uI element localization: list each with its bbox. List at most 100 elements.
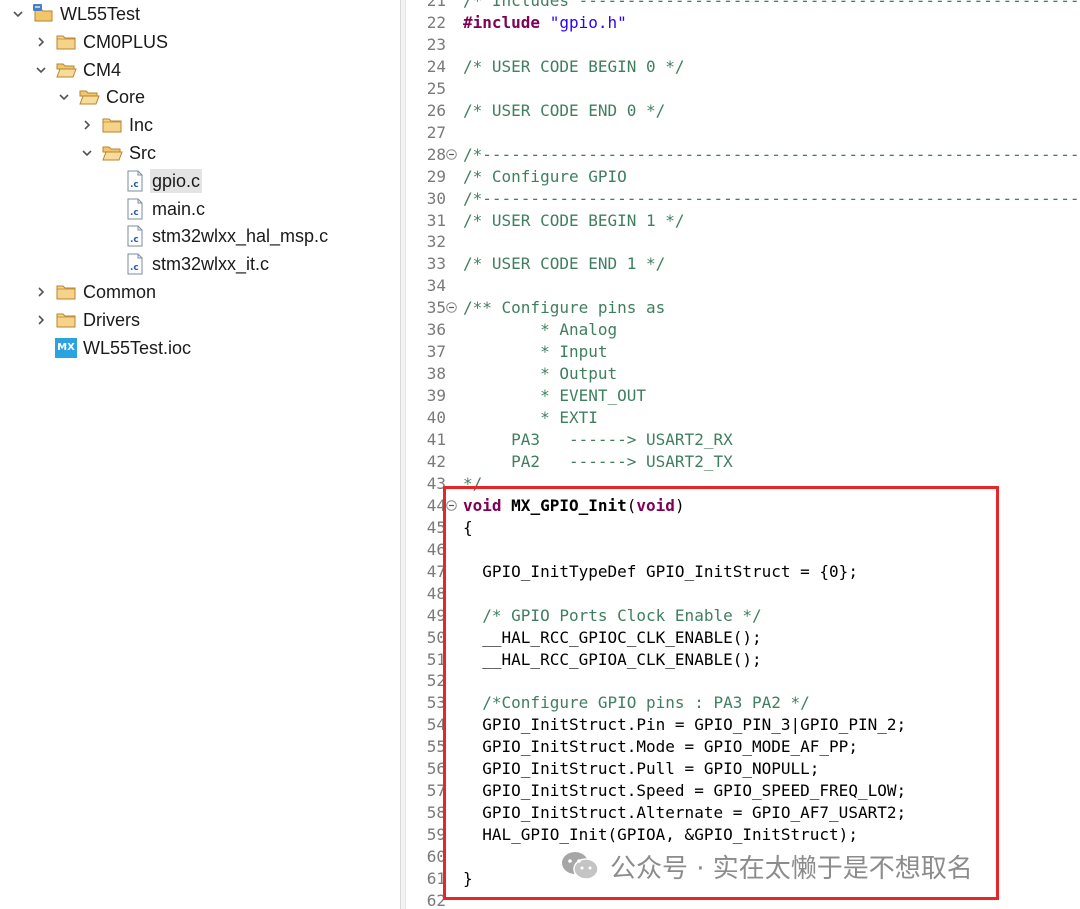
chevron-right-icon[interactable] — [79, 117, 95, 133]
code-line[interactable]: 22#include "gpio.h" — [406, 12, 1080, 34]
code-line[interactable]: 49 /* GPIO Ports Clock Enable */ — [406, 605, 1080, 627]
code-line[interactable]: 38 * Output — [406, 363, 1080, 385]
code-line[interactable]: 40 * EXTI — [406, 407, 1080, 429]
code-line[interactable]: 53 /*Configure GPIO pins : PA3 PA2 */ — [406, 692, 1080, 714]
code-line[interactable]: 37 * Input — [406, 341, 1080, 363]
fold-collapse-icon[interactable] — [446, 500, 457, 511]
chevron-down-icon[interactable] — [56, 89, 72, 105]
code-line[interactable]: 57 GPIO_InitStruct.Speed = GPIO_SPEED_FR… — [406, 780, 1080, 802]
code-line[interactable]: 46 — [406, 539, 1080, 561]
code-line[interactable]: 47 GPIO_InitTypeDef GPIO_InitStruct = {0… — [406, 561, 1080, 583]
folder-open-icon — [101, 142, 123, 164]
code-line[interactable]: 27 — [406, 122, 1080, 144]
line-number: 53 — [426, 693, 446, 713]
tree-item-cm4[interactable]: CM4 — [33, 56, 121, 84]
code-line[interactable]: 59 HAL_GPIO_Init(GPIOA, &GPIO_InitStruct… — [406, 824, 1080, 846]
tree-item-core[interactable]: Core — [56, 83, 145, 111]
code-line[interactable]: 29/* Configure GPIO — [406, 166, 1080, 188]
folder-icon — [55, 31, 77, 53]
code-line[interactable]: 50 __HAL_RCC_GPIOC_CLK_ENABLE(); — [406, 627, 1080, 649]
code-line[interactable]: 58 GPIO_InitStruct.Alternate = GPIO_AF7_… — [406, 802, 1080, 824]
code-line[interactable]: 21/* Includes --------------------------… — [406, 0, 1080, 12]
line-number: 44 — [426, 495, 446, 515]
tree-item-label: Src — [129, 143, 156, 163]
code-text: __HAL_RCC_GPIOA_CLK_ENABLE(); — [463, 649, 762, 669]
code-line[interactable]: 60 — [406, 846, 1080, 868]
chevron-down-icon[interactable] — [10, 6, 26, 22]
line-number: 40 — [426, 408, 446, 428]
code-line[interactable]: 24/* USER CODE BEGIN 0 */ — [406, 56, 1080, 78]
code-text: /*Configure GPIO pins : PA3 PA2 */ — [463, 693, 810, 713]
code-line[interactable]: 30 /*------------------------------------… — [406, 188, 1080, 210]
code-line[interactable]: 36 * Analog — [406, 319, 1080, 341]
code-line[interactable]: 54 GPIO_InitStruct.Pin = GPIO_PIN_3|GPIO… — [406, 714, 1080, 736]
tree-indent-spacer — [102, 201, 118, 217]
code-line[interactable]: 32 — [406, 231, 1080, 253]
code-line[interactable]: 31/* USER CODE BEGIN 1 */ — [406, 210, 1080, 232]
code-text: /*--------------------------------------… — [463, 188, 1080, 208]
svg-text:.c: .c — [130, 235, 139, 245]
code-line[interactable]: 28/*------------------------------------… — [406, 144, 1080, 166]
tree-item-label: Inc — [129, 115, 154, 136]
code-text: * EVENT_OUT — [463, 386, 647, 406]
fold-collapse-icon[interactable] — [446, 302, 457, 314]
line-number: 55 — [426, 737, 446, 757]
tree-item-inc[interactable]: Inc — [79, 111, 153, 139]
panel-divider[interactable] — [400, 0, 406, 909]
code-editor[interactable]: 21/* Includes --------------------------… — [406, 0, 1080, 909]
code-line[interactable]: 48 — [406, 583, 1080, 605]
code-text: * Output — [463, 364, 618, 384]
code-line[interactable]: 26/* USER CODE END 0 */ — [406, 100, 1080, 122]
line-number: 37 — [426, 342, 446, 362]
code-text: /* Includes ----------------------------… — [463, 0, 1080, 10]
code-line[interactable]: 39 * EVENT_OUT — [406, 385, 1080, 407]
line-number: 33 — [426, 254, 446, 274]
code-line[interactable]: 55 GPIO_InitStruct.Mode = GPIO_MODE_AF_P… — [406, 736, 1080, 758]
code-line[interactable]: 35/** Configure pins as — [406, 297, 1080, 319]
chevron-down-icon[interactable] — [79, 145, 95, 161]
tree-item-common[interactable]: Common — [33, 278, 156, 306]
tree-item-drivers[interactable]: Drivers — [33, 306, 140, 334]
code-line[interactable]: 42 PA2 ------> USART2_TX — [406, 451, 1080, 473]
code-line[interactable]: 62 — [406, 890, 1080, 909]
code-line[interactable]: 41 PA3 ------> USART2_RX — [406, 429, 1080, 451]
line-number: 31 — [426, 210, 446, 230]
line-number: 52 — [426, 671, 446, 691]
fold-collapse-icon[interactable] — [446, 148, 457, 160]
code-line[interactable]: 25 — [406, 78, 1080, 100]
tree-item-label: Drivers — [83, 309, 140, 330]
project-icon — [32, 3, 54, 25]
code-line[interactable]: 45{ — [406, 517, 1080, 539]
code-text: #include "gpio.h" — [463, 12, 627, 32]
chevron-right-icon[interactable] — [33, 34, 49, 50]
tree-item-wl55test[interactable]: WL55Test — [10, 0, 140, 28]
chevron-right-icon[interactable] — [33, 312, 49, 328]
line-number: 30 — [426, 188, 446, 208]
line-number: 47 — [426, 561, 446, 581]
chevron-down-icon[interactable] — [33, 62, 49, 78]
code-text: /*--------------------------------------… — [463, 144, 1080, 164]
code-line[interactable]: 23 — [406, 34, 1080, 56]
code-text: * EXTI — [463, 408, 598, 428]
code-line[interactable]: 52 — [406, 670, 1080, 692]
code-line[interactable]: 34 — [406, 275, 1080, 297]
code-line[interactable]: 56 GPIO_InitStruct.Pull = GPIO_NOPULL; — [406, 758, 1080, 780]
line-number: 50 — [426, 627, 446, 647]
tree-item-label: main.c — [152, 198, 206, 219]
tree-item-src[interactable]: Src — [79, 139, 156, 167]
chevron-right-icon[interactable] — [33, 284, 49, 300]
code-line[interactable]: 51 __HAL_RCC_GPIOA_CLK_ENABLE(); — [406, 649, 1080, 671]
tree-item-label: WL55Test — [60, 4, 141, 24]
tree-item-label: CM4 — [83, 59, 122, 80]
code-line[interactable]: 61} — [406, 868, 1080, 890]
tree-item-cm0plus[interactable]: CM0PLUS — [33, 28, 168, 56]
line-number: 23 — [426, 34, 446, 54]
code-line[interactable]: 33/* USER CODE END 1 */ — [406, 253, 1080, 275]
line-number: 51 — [426, 649, 446, 669]
